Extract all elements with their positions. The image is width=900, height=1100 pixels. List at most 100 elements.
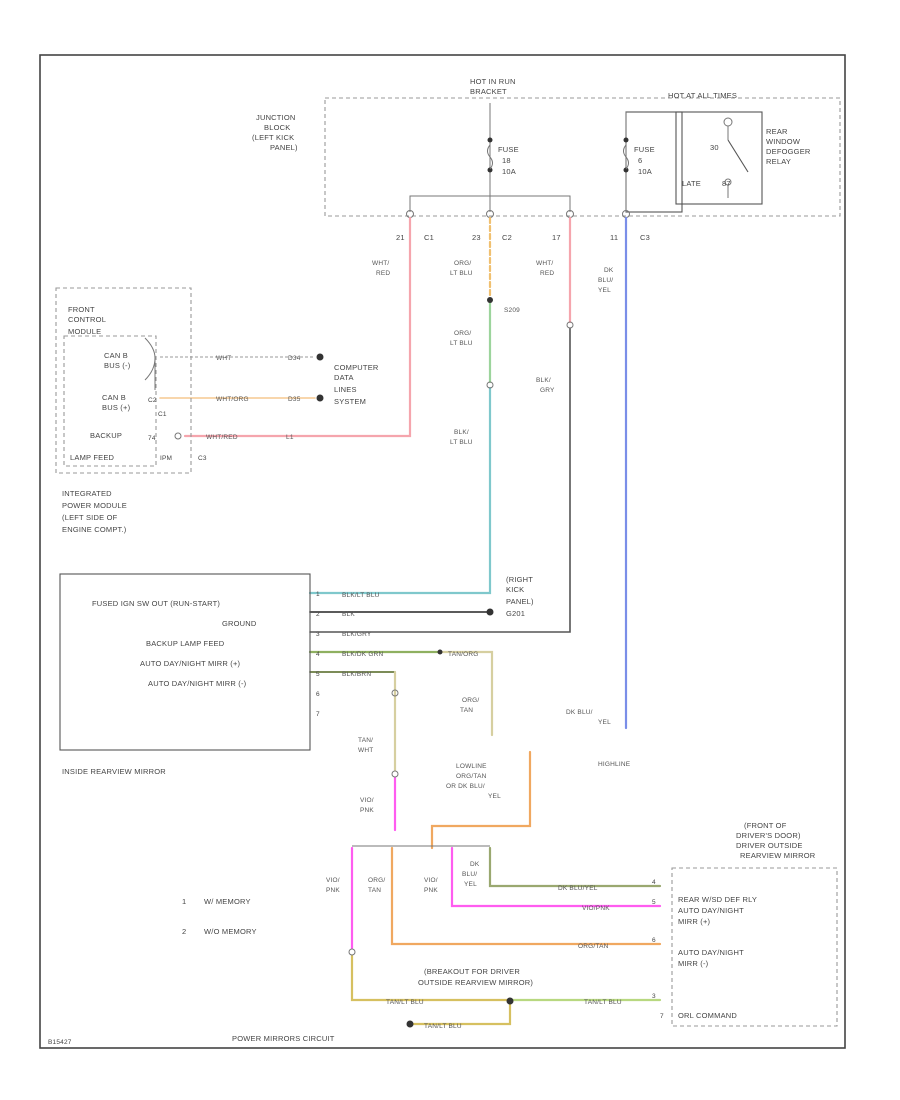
cds-line4: SYSTEM <box>334 397 366 406</box>
wl-wht: WHT <box>216 355 231 362</box>
ipm-label-line3: (LEFT SIDE OF <box>62 513 118 522</box>
wire-org-tan <box>390 846 662 946</box>
fcm-canb-low-2: BUS (-) <box>104 361 131 370</box>
wire-tan-ltblu-down <box>408 1002 512 1026</box>
fuse2-label: FUSE <box>634 145 655 154</box>
wire-labels: WHT/ RED ORG/ LT BLU WHT/ RED DK BLU/ YE… <box>206 260 631 1030</box>
wl-dkblu-yel-2b: YEL <box>598 719 611 726</box>
om-pin-3: 3 <box>652 993 656 1000</box>
relay-label-line1: REAR <box>766 127 788 136</box>
wl-dkblu-yel-1a: DK <box>604 267 614 274</box>
fuse1-rating: 10A <box>502 167 516 176</box>
wl-wht-red-2a: WHT/ <box>536 260 553 267</box>
wire-tan-ltblu-left <box>350 954 512 1002</box>
ground-line1: (RIGHT <box>506 575 533 584</box>
fcm-label-line3: MODULE <box>68 327 101 336</box>
jb-connector-pins: 21 C1 23 C2 17 11 C3 <box>396 210 650 242</box>
hot-at-all-times-label: HOT AT ALL TIMES <box>668 91 737 100</box>
legend-2-num: 2 <box>182 927 186 936</box>
driver-outside-mirror: (FRONT OF DRIVER'S DOOR) DRIVER OUTSIDE … <box>652 821 838 1027</box>
wire-wht-red <box>183 216 412 438</box>
pin-21: 21 <box>396 233 405 242</box>
ground-line4: G201 <box>506 609 525 618</box>
om-pin-4: 4 <box>652 879 656 886</box>
om-row-3: MIRR (+) <box>678 917 711 926</box>
mirror-row-1: FUSED IGN SW OUT (RUN-START) <box>92 599 220 608</box>
fcm-canb-low-1: CAN B <box>104 351 128 360</box>
fuse2-number: 6 <box>638 156 642 165</box>
ipm-label-line4: ENGINE COMPT.) <box>62 525 127 534</box>
mirror-row-5: AUTO DAY/NIGHT MIRR (-) <box>148 679 247 688</box>
fuse1-number: 18 <box>502 156 511 165</box>
front-control-module: FRONT CONTROL MODULE CAN B BUS (-) CAN B… <box>55 287 207 534</box>
wl-blk-gry-1b: GRY <box>540 387 555 394</box>
mirror-outline <box>59 573 311 751</box>
hot-at-all-times-box <box>625 111 683 213</box>
wl-tan-wht-a: TAN/ <box>358 737 373 744</box>
ipm-label-line1: INTEGRATED <box>62 489 112 498</box>
mirror-row-4: AUTO DAY/NIGHT MIRR (+) <box>140 659 241 668</box>
wl-org-ltblu-2a: ORG/ <box>454 330 471 337</box>
wl-wht-red-3: WHT/RED <box>206 434 238 441</box>
wl-highline: HIGHLINE <box>598 761 631 768</box>
fcm-canb-high-1: CAN B <box>102 393 126 402</box>
wl-vio-pnk-4: VIO/PNK <box>582 905 610 912</box>
cds-line1: COMPUTER <box>334 363 379 372</box>
mirror-pin-7: 7 <box>316 711 320 718</box>
om-row-6: ORL COMMAND <box>678 1011 737 1020</box>
wl-blk: BLK <box>342 611 355 618</box>
fcm-label-line1: FRONT <box>68 305 95 314</box>
jb-label-line1: JUNCTION <box>256 113 296 122</box>
wl-dkblu-yel-4: DK BLU/YEL <box>558 885 598 892</box>
wl-dkblu-yel-3b: BLU/ <box>462 871 477 878</box>
wl-dkblu-yel-1c: YEL <box>598 287 611 294</box>
wl-s209: S209 <box>504 307 520 314</box>
pin-c3: C3 <box>640 233 650 242</box>
fcm-pin-c1: C1 <box>158 411 167 418</box>
wl-lowline-1: LOWLINE <box>456 763 487 770</box>
ipm-label-line2: POWER MODULE <box>62 501 127 510</box>
wl-tan-wht-b: WHT <box>358 747 373 754</box>
wl-d35: D35 <box>288 396 301 403</box>
mirror-pin-2: 2 <box>316 611 320 618</box>
wl-tan-ltblu-3: TAN/LT BLU <box>424 1023 462 1030</box>
footer-code: B15427 <box>48 1039 72 1046</box>
pin-c1: C1 <box>424 233 434 242</box>
wl-l1: L1 <box>286 434 294 441</box>
relay-label-line2: WINDOW <box>766 137 801 146</box>
om-pin-7: 7 <box>660 1013 664 1020</box>
wl-org-tan-2a: ORG/ <box>368 877 385 884</box>
wire-blk-gry <box>309 327 571 633</box>
jb-title-line1: HOT IN RUN <box>470 77 516 86</box>
jb-title-line2: BRACKET <box>470 87 507 96</box>
relay-pin-30: 30 <box>710 143 719 152</box>
wl-dkblu-yel-2a: DK BLU/ <box>566 709 593 716</box>
pin-17: 17 <box>552 233 561 242</box>
wl-tan-ltblu-2: TAN/LT BLU <box>584 999 622 1006</box>
wl-tan-ltblu-1: TAN/LT BLU <box>386 999 424 1006</box>
wl-vio-pnk-3b: PNK <box>424 887 438 894</box>
pin-23: 23 <box>472 233 481 242</box>
om-heading-2: DRIVER'S DOOR) <box>736 831 801 840</box>
computer-data-lines-system: COMPUTER DATA LINES SYSTEM <box>334 363 379 406</box>
breakout-line1: (BREAKOUT FOR DRIVER <box>424 967 520 976</box>
defogger-relay-box <box>675 111 763 205</box>
inside-rearview-mirror: FUSED IGN SW OUT (RUN-START) GROUND BACK… <box>59 573 320 776</box>
cds-line3: LINES <box>334 385 357 394</box>
fcm-pin-ipm: IPM <box>160 455 172 462</box>
breakout-line2: OUTSIDE REARVIEW MIRROR) <box>418 978 533 987</box>
wl-lowline-3: OR DK BLU/ <box>446 783 485 790</box>
wl-dkblu-yel-3c: YEL <box>464 881 477 888</box>
om-pin-5: 5 <box>652 899 656 906</box>
om-heading-1: (FRONT OF <box>744 821 787 830</box>
wires <box>159 216 662 1026</box>
wl-blk-ltblu-1b: LT BLU <box>450 439 473 446</box>
wl-dkblu-yel-3a: DK <box>470 861 480 868</box>
fcm-pin-c2: C2 <box>148 397 157 404</box>
fcm-canb-high-2: BUS (+) <box>102 403 131 412</box>
fcm-backup-1: BACKUP <box>90 431 122 440</box>
wl-vio-pnk-1a: VIO/ <box>360 797 374 804</box>
wire-dkblu-yel-right <box>488 846 662 888</box>
legend-1-text: W/ MEMORY <box>204 897 251 906</box>
fuse-6-icon <box>623 144 629 170</box>
